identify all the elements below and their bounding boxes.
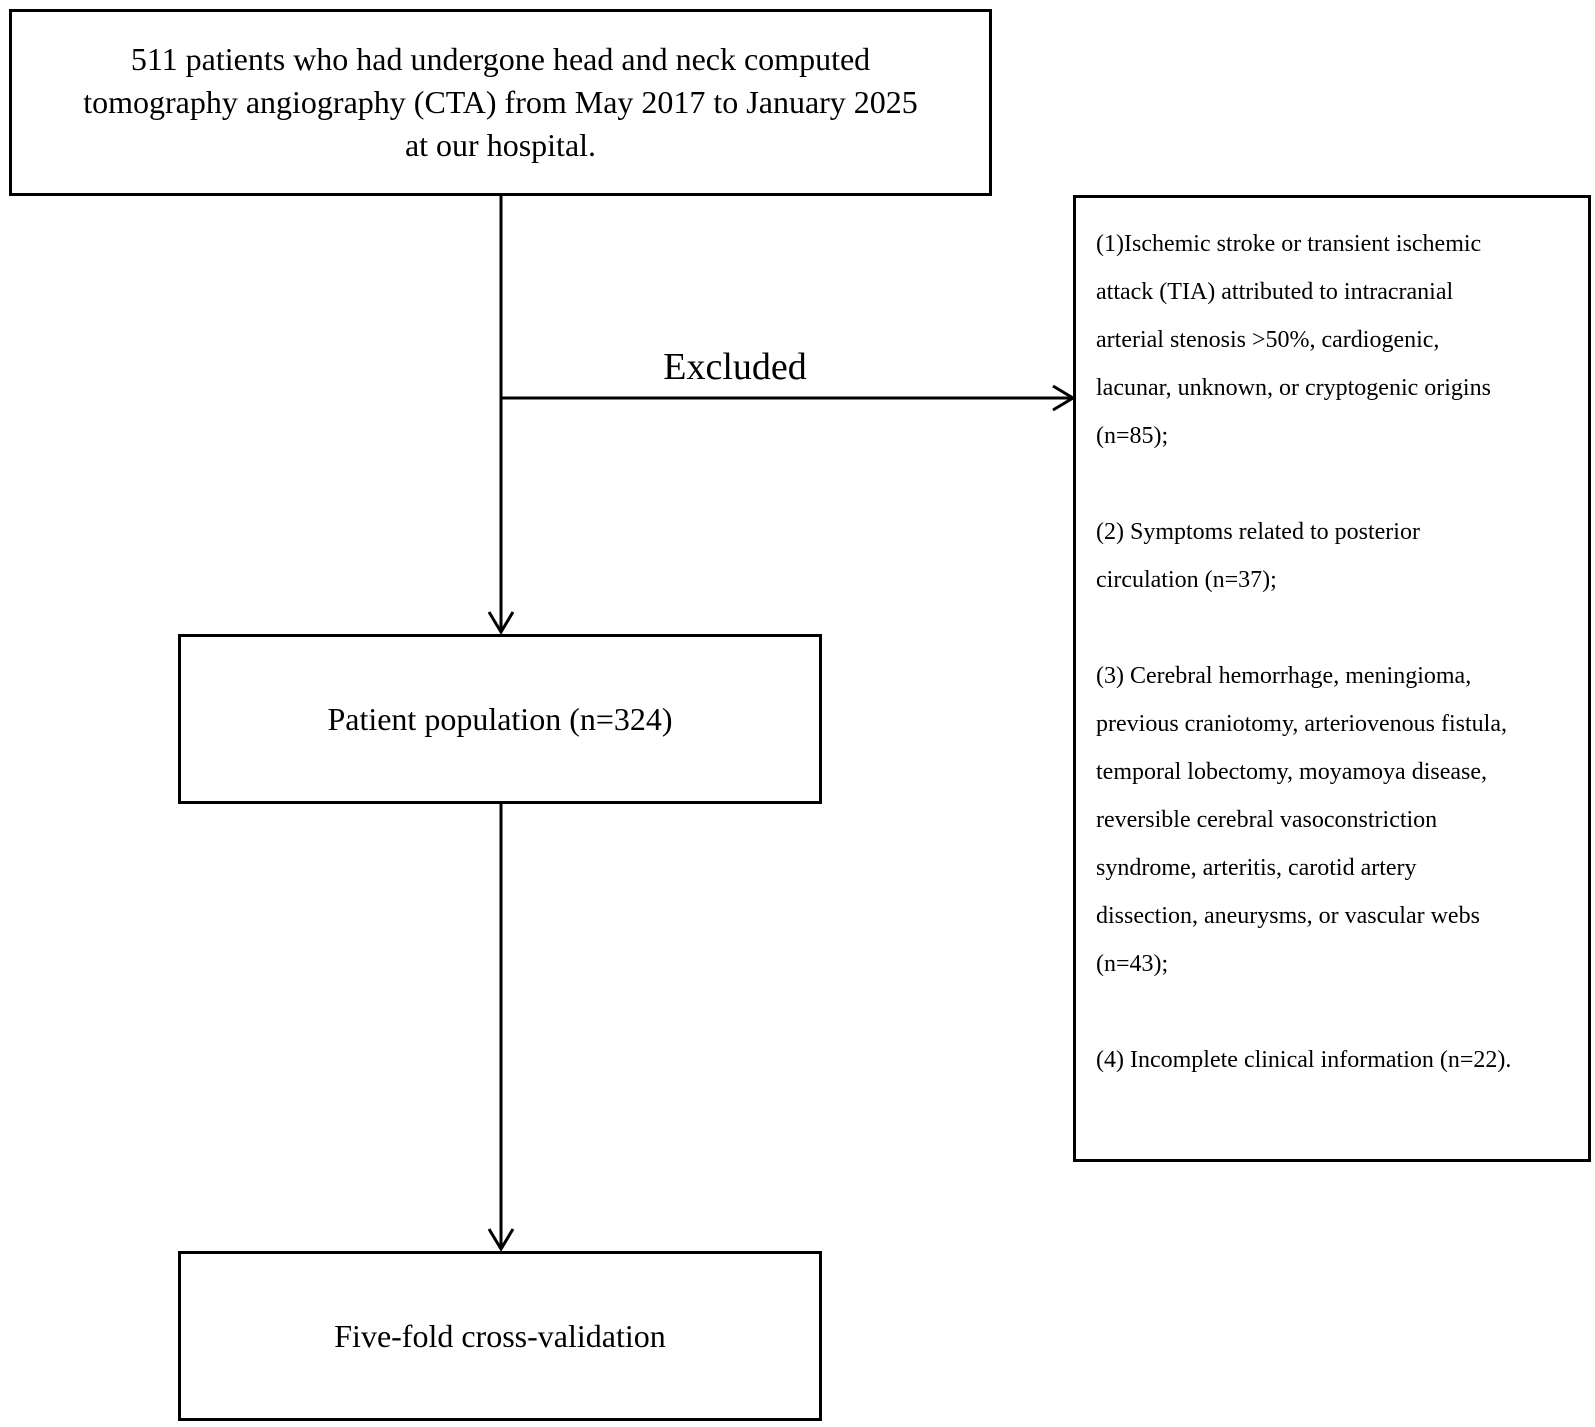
exclusion-item: (3) Cerebral hemorrhage, meningioma, pre…	[1096, 652, 1588, 988]
cross-validation-box: Five-fold cross-validation	[178, 1251, 822, 1421]
arrowhead-validation	[487, 1228, 515, 1252]
exclusion-line: (n=43);	[1096, 951, 1169, 977]
cross-validation-text: Five-fold cross-validation	[334, 1317, 666, 1354]
exclusion-line: (3) Cerebral hemorrhage, meningioma,	[1096, 663, 1472, 689]
exclusion-line: (2) Symptoms related to posterior	[1096, 519, 1420, 545]
patient-population-box: Patient population (n=324)	[178, 634, 822, 804]
exclusion-line: reversible cerebral vasoconstriction	[1096, 807, 1438, 833]
exclusion-line: arterial stenosis >50%, cardiogenic,	[1096, 327, 1440, 353]
patient-population-text: Patient population (n=324)	[327, 700, 673, 737]
exclusion-line: temporal lobectomy, moyamoya disease,	[1096, 759, 1487, 785]
exclusion-line: previous craniotomy, arteriovenous fistu…	[1096, 711, 1507, 737]
exclusion-line: dissection, aneurysms, or vascular webs	[1096, 903, 1480, 929]
exclusion-line: (4) Incomplete clinical information (n=2…	[1096, 1047, 1512, 1073]
exclusion-item: (2) Symptoms related to posterior circul…	[1096, 508, 1588, 604]
exclusion-item: (1)Ischemic stroke or transient ischemic…	[1096, 220, 1588, 460]
exclusion-item: (4) Incomplete clinical information (n=2…	[1096, 1036, 1588, 1084]
exclusion-line: circulation (n=37);	[1096, 567, 1277, 593]
exclusion-line: syndrome, arteritis, carotid artery	[1096, 855, 1417, 881]
exclusion-criteria-box: (1)Ischemic stroke or transient ischemic…	[1073, 195, 1591, 1162]
exclusion-line: lacunar, unknown, or cryptogenic origins	[1096, 375, 1491, 401]
start-cohort-box: 511 patients who had undergone head and …	[9, 9, 992, 196]
arrowhead-population	[487, 611, 515, 635]
start-cohort-line: 511 patients who had undergone head and …	[130, 41, 871, 77]
exclusion-line: (1)Ischemic stroke or transient ischemic	[1096, 231, 1482, 257]
start-cohort-line: tomography angiography (CTA) from May 20…	[83, 84, 918, 120]
exclusion-line: attack (TIA) attributed to intracranial	[1096, 279, 1454, 305]
exclusion-line: (n=85);	[1096, 423, 1169, 449]
start-cohort-line: at our hospital.	[404, 127, 597, 163]
excluded-label: Excluded	[663, 346, 807, 388]
start-cohort-text: 511 patients who had undergone head and …	[83, 38, 918, 167]
